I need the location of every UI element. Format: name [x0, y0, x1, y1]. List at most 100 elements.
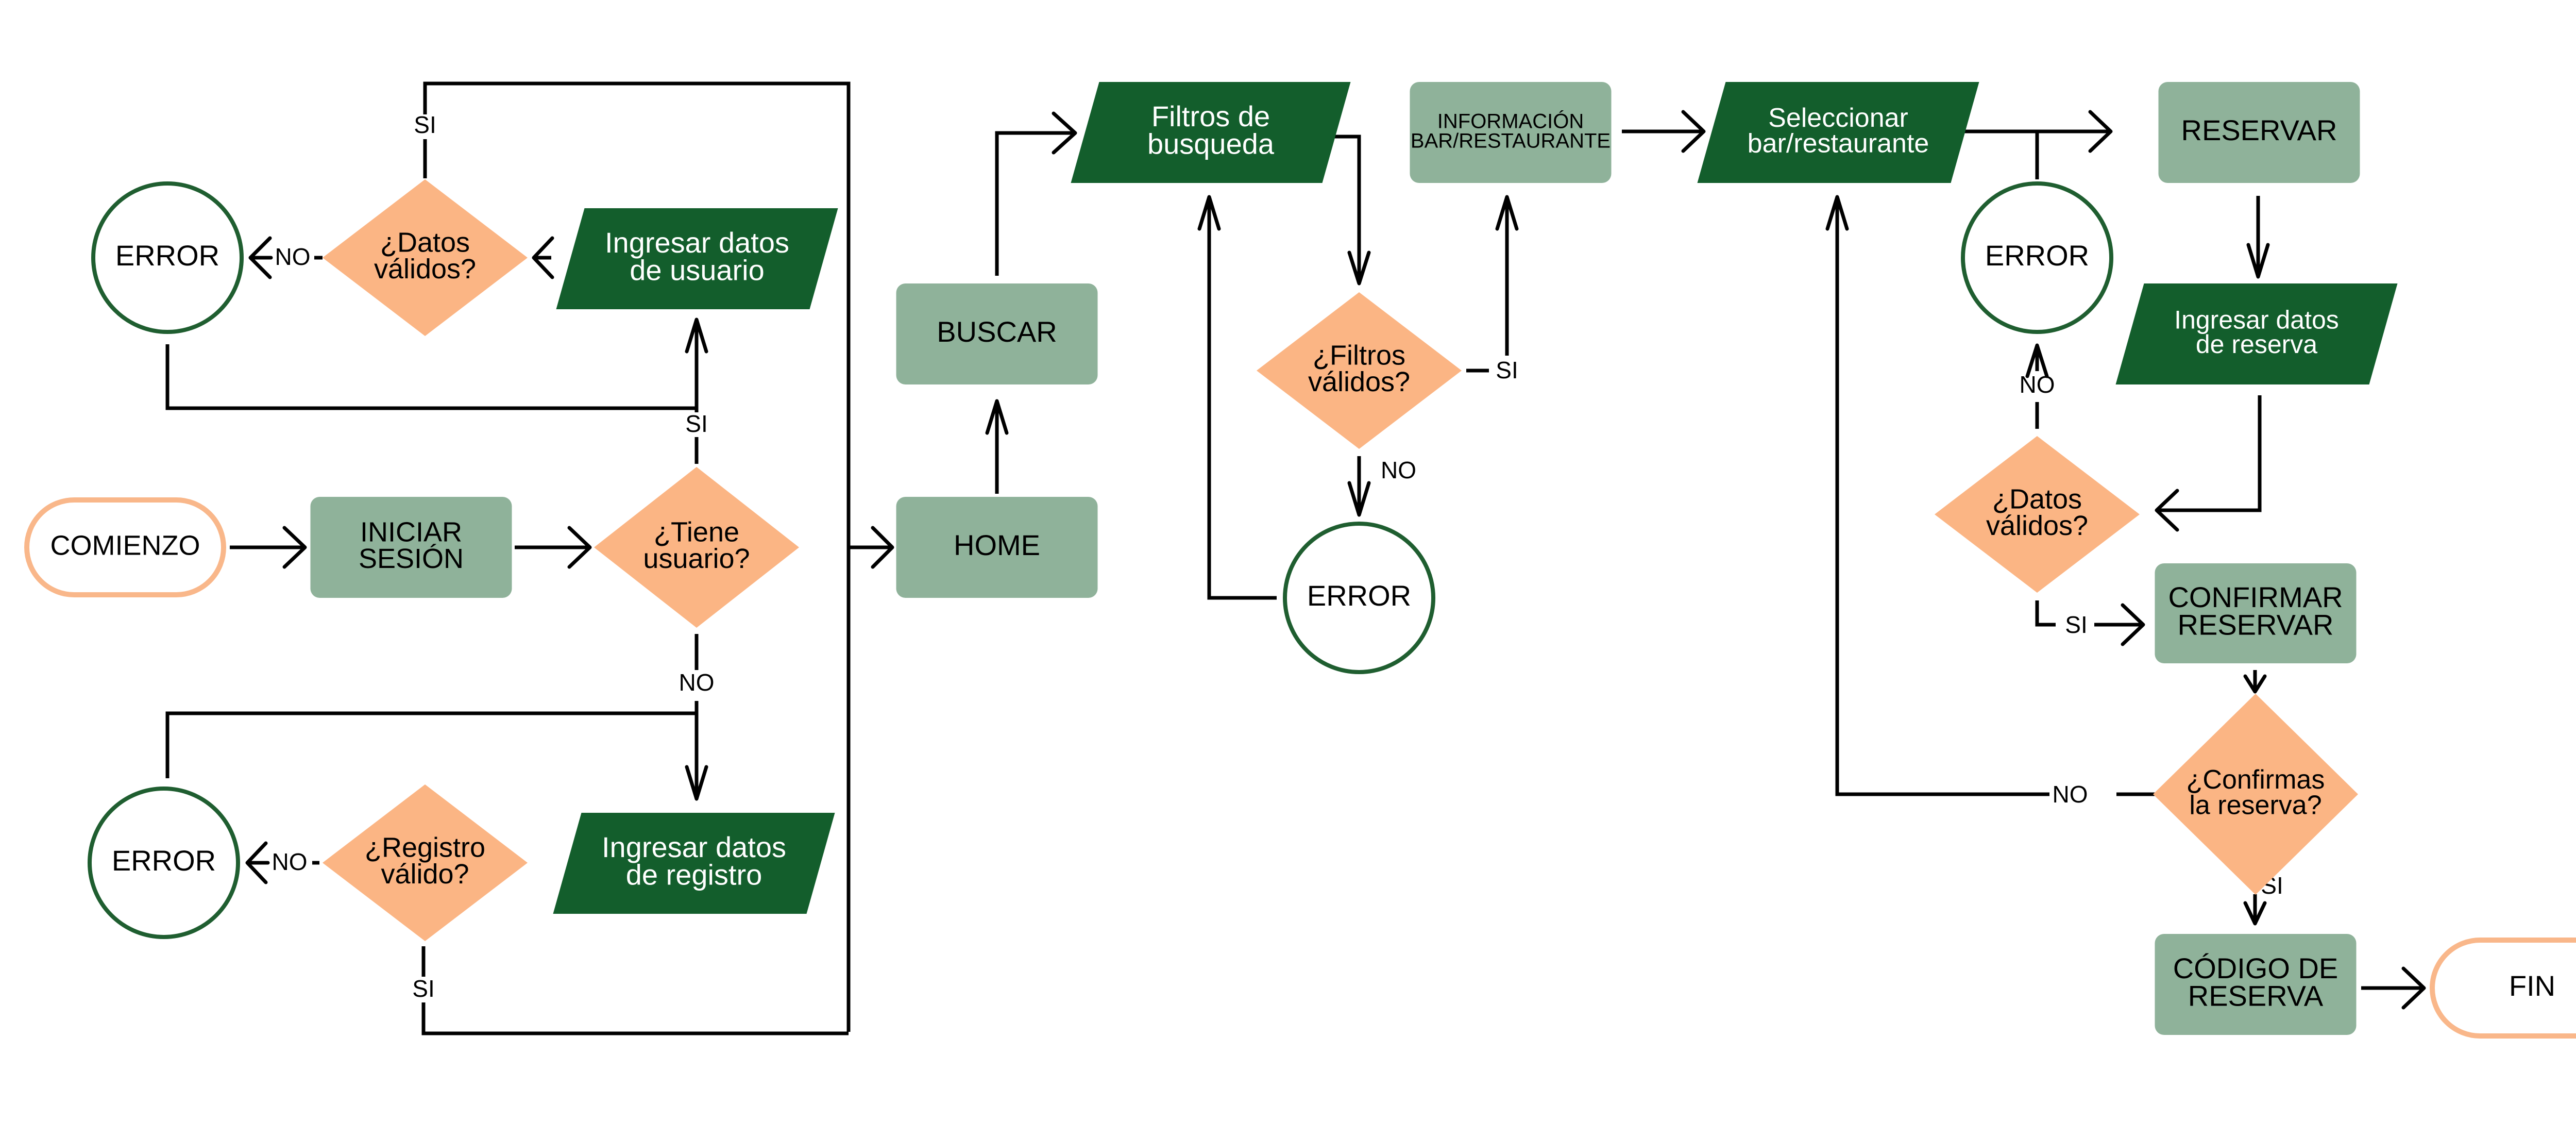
decision-diamond: [2153, 694, 2358, 895]
edge-valid2-si: [2035, 600, 2056, 627]
process-box: [1410, 82, 1612, 183]
arrowhead-icon: [685, 317, 708, 354]
node-label: Filtros de: [1151, 100, 1270, 132]
label-si: SI: [1496, 357, 1518, 383]
label-si: SI: [685, 410, 707, 437]
edge-confirmq-no-left: [1835, 197, 2049, 796]
label-no: NO: [2053, 781, 2088, 808]
node-label: usuario?: [643, 543, 750, 574]
node-label: ¿Registro: [365, 832, 485, 863]
edge-enterres-valid: [2158, 395, 2262, 512]
io-parallelogram: [1697, 82, 1979, 183]
node-label: BAR/RESTAURANTE: [1411, 130, 1611, 153]
edge-labels: SI SI NO NO NO SI NO SI NO SI NO SI: [272, 111, 2283, 1002]
edge-register-si-bottom: [421, 1002, 849, 1035]
node-label: válidos?: [374, 254, 476, 285]
node-label: CONFIRMAR: [2168, 581, 2343, 613]
arrowhead-icon: [1681, 110, 1706, 153]
node-label: RESERVAR: [2178, 608, 2334, 641]
edge-error1-loop: [165, 344, 697, 410]
node-label: busqueda: [1147, 127, 1275, 160]
node-label: de reserva: [2196, 330, 2317, 359]
process-box: [310, 497, 512, 598]
node-search: BUSCAR: [896, 283, 1098, 384]
node-label: ¿Filtros: [1313, 340, 1405, 371]
node-label: ¿Datos: [380, 227, 470, 258]
arrowhead-icon: [1197, 195, 1221, 231]
arrowhead-icon: [871, 526, 894, 569]
error-circle: [1283, 522, 1435, 674]
node-label: FIN: [2509, 969, 2555, 1002]
node-label: BUSCAR: [937, 315, 1057, 348]
arrowhead-icon: [1347, 250, 1371, 286]
terminal-pill: [2430, 938, 2576, 1039]
node-label: ERROR: [1307, 579, 1411, 612]
node-label: ¿Datos: [1992, 484, 2082, 515]
node-label: RESERVAR: [2181, 114, 2337, 146]
node-label: ¿Confirmas: [2187, 765, 2325, 795]
process-box: [896, 283, 1098, 384]
decision-diamond: [323, 179, 528, 336]
node-label: INFORMACIÓN: [1437, 110, 1584, 133]
arrowhead-icon: [2243, 674, 2267, 694]
node-error-1: ERROR: [91, 181, 244, 334]
label-si: SI: [412, 975, 434, 1002]
process-box: [2155, 934, 2357, 1035]
node-label: válidos?: [1308, 366, 1410, 397]
arrowhead-icon: [1052, 111, 1077, 155]
node-label: Ingresar datos: [602, 831, 786, 863]
io-parallelogram: [2115, 283, 2398, 384]
node-label: INICIAR: [360, 517, 462, 548]
label-no: NO: [275, 243, 311, 270]
node-error-3: ERROR: [1283, 522, 1435, 674]
decision-diamond: [323, 784, 528, 941]
arrowhead-icon: [245, 841, 270, 884]
node-end: FIN: [2430, 938, 2576, 1039]
edges: [165, 81, 2426, 1035]
label-si: SI: [414, 111, 436, 138]
arrowhead-icon: [2401, 966, 2426, 1010]
node-label: ¿Tiene: [654, 517, 739, 548]
arrowhead-icon: [2088, 110, 2113, 153]
node-home: HOME: [896, 497, 1098, 598]
arrowhead-icon: [685, 765, 708, 801]
node-label: de registro: [626, 858, 762, 891]
label-no: NO: [2020, 371, 2055, 398]
edge-valid1-si-top: [423, 81, 851, 1032]
decision-diamond: [594, 467, 799, 628]
error-circle: [91, 181, 244, 334]
node-label: RESERVA: [2188, 979, 2324, 1012]
label-si: SI: [2065, 611, 2087, 638]
node-label: bar/restaurante: [1748, 128, 1929, 158]
node-label: ERROR: [112, 844, 216, 877]
node-label: CÓDIGO DE: [2173, 952, 2338, 984]
io-parallelogram: [556, 208, 838, 309]
decision-diamond: [1935, 436, 2140, 593]
node-start: COMIENZO: [24, 497, 226, 597]
arrowhead-icon: [2155, 489, 2179, 532]
arrowhead-icon: [567, 526, 592, 569]
node-label: la reserva?: [2189, 790, 2321, 820]
node-label: válidos?: [1986, 510, 2088, 541]
arrowhead-icon: [985, 399, 1009, 435]
arrowhead-icon: [248, 236, 273, 279]
node-label: ERROR: [115, 239, 219, 272]
process-box: [2158, 82, 2360, 183]
node-label: Ingresar datos: [2174, 305, 2339, 334]
arrowhead-icon: [2121, 603, 2145, 646]
node-label: HOME: [954, 529, 1040, 561]
edge-error3-filters: [1207, 197, 1277, 600]
label-no: NO: [1381, 457, 1416, 483]
